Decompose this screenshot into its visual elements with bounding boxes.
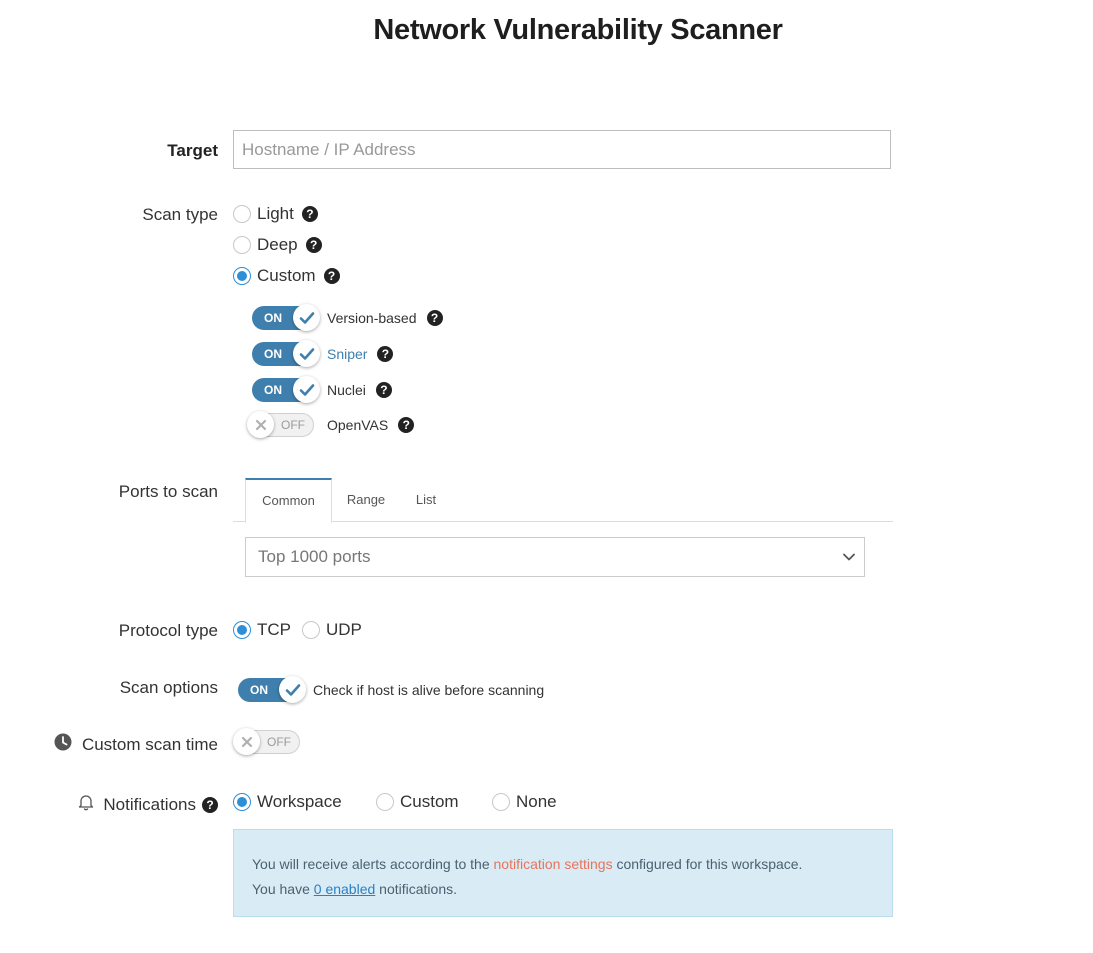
- engine-nuclei: ON Nuclei ?: [252, 376, 392, 403]
- host-alive-text: Check if host is alive before scanning: [313, 682, 545, 698]
- help-icon[interactable]: ?: [426, 310, 443, 326]
- radio-label: Custom: [257, 266, 316, 285]
- chevron-down-icon: [842, 549, 856, 569]
- tab-list[interactable]: List: [415, 492, 437, 507]
- info-text: notifications.: [375, 881, 457, 897]
- clock-icon: [54, 733, 72, 756]
- target-label: Target: [167, 141, 218, 160]
- sniper-link[interactable]: Sniper: [327, 346, 368, 362]
- scan-type-deep-radio[interactable]: Deep ?: [233, 235, 322, 255]
- checkmark-icon: [293, 340, 320, 367]
- engine-openvas: OFF OpenVAS ?: [247, 411, 415, 438]
- radio-label: TCP: [257, 620, 291, 639]
- checkmark-icon: [293, 376, 320, 403]
- custom-scan-time-label: Custom scan time: [81, 734, 218, 754]
- toggle-label: Nuclei: [327, 382, 366, 398]
- help-icon[interactable]: ?: [305, 237, 322, 253]
- close-icon: [233, 728, 260, 755]
- help-icon[interactable]: ?: [398, 417, 415, 433]
- radio-circle[interactable]: [376, 793, 394, 811]
- info-text: You have: [252, 881, 314, 897]
- notifications-label: Notifications: [103, 794, 196, 814]
- custom-scan-time-toggle[interactable]: OFF: [233, 728, 300, 755]
- scan-options-label: Scan options: [119, 678, 218, 697]
- protocol-udp-radio[interactable]: UDP: [302, 620, 362, 640]
- sniper-toggle[interactable]: ON: [252, 340, 320, 367]
- tab-common[interactable]: Common: [245, 478, 332, 523]
- ports-select-value: Top 1000 ports: [258, 547, 371, 566]
- toggle-state: ON: [250, 683, 268, 697]
- info-text: You will receive alerts according to the: [252, 856, 494, 872]
- radio-circle[interactable]: [233, 621, 251, 639]
- protocol-tcp-radio[interactable]: TCP: [233, 620, 291, 640]
- engine-sniper: ON Sniper ?: [252, 340, 394, 367]
- notification-settings-link[interactable]: notification settings: [493, 856, 613, 872]
- notifications-workspace-radio[interactable]: Workspace: [233, 792, 342, 812]
- radio-circle[interactable]: [492, 793, 510, 811]
- toggle-state: ON: [264, 311, 282, 325]
- help-icon[interactable]: ?: [323, 268, 340, 284]
- target-input[interactable]: [233, 130, 891, 169]
- scan-type-custom-radio[interactable]: Custom ?: [233, 266, 340, 286]
- custom-scan-time-option: OFF: [233, 728, 300, 755]
- ports-label: Ports to scan: [118, 482, 218, 501]
- page-title: Network Vulnerability Scanner: [373, 14, 783, 46]
- radio-circle[interactable]: [302, 621, 320, 639]
- notifications-custom-radio[interactable]: Custom: [376, 792, 459, 812]
- radio-label: Light: [257, 204, 294, 223]
- notifications-label-group: Notifications ?: [77, 793, 218, 816]
- radio-label: Deep: [257, 235, 298, 254]
- scan-type-light-radio[interactable]: Light ?: [233, 204, 318, 224]
- ports-select[interactable]: Top 1000 ports: [245, 537, 865, 577]
- enabled-notifications-link[interactable]: 0 enabled: [313, 881, 376, 897]
- protocol-label: Protocol type: [118, 621, 218, 640]
- radio-circle[interactable]: [233, 205, 251, 223]
- radio-circle[interactable]: [233, 793, 251, 811]
- toggle-label: OpenVAS: [327, 417, 389, 433]
- help-icon[interactable]: ?: [377, 346, 394, 362]
- info-text: configured for this workspace.: [612, 856, 803, 872]
- checkmark-icon: [293, 304, 320, 331]
- nuclei-toggle[interactable]: ON: [252, 376, 320, 403]
- openvas-toggle[interactable]: OFF: [247, 411, 314, 438]
- notifications-none-radio[interactable]: None: [492, 792, 557, 812]
- version-based-toggle[interactable]: ON: [252, 304, 320, 331]
- bell-icon: [77, 793, 95, 816]
- tab-range[interactable]: Range: [346, 492, 386, 507]
- info-line-1: You will receive alerts according to the…: [252, 852, 874, 877]
- toggle-state: ON: [264, 347, 282, 361]
- checkmark-icon: [279, 676, 306, 703]
- radio-label: Custom: [400, 792, 459, 811]
- toggle-state: OFF: [281, 418, 305, 432]
- toggle-state: ON: [264, 383, 282, 397]
- custom-scan-time-label-group: Custom scan time: [54, 733, 218, 756]
- engine-version-based: ON Version-based ?: [252, 304, 443, 331]
- ports-tabs: Common Range List: [233, 478, 893, 523]
- help-icon[interactable]: ?: [202, 796, 218, 813]
- radio-circle[interactable]: [233, 267, 251, 285]
- host-alive-toggle[interactable]: ON: [238, 676, 306, 703]
- help-icon[interactable]: ?: [301, 206, 318, 222]
- scan-type-label: Scan type: [142, 205, 218, 224]
- toggle-label: Version-based: [327, 310, 417, 326]
- host-alive-option: ON Check if host is alive before scannin…: [238, 676, 545, 703]
- notifications-info-box: You will receive alerts according to the…: [233, 829, 893, 917]
- radio-circle[interactable]: [233, 236, 251, 254]
- radio-label: UDP: [326, 620, 362, 639]
- help-icon[interactable]: ?: [375, 382, 392, 398]
- radio-label: None: [516, 792, 557, 811]
- radio-label: Workspace: [257, 792, 342, 811]
- info-line-2: You have 0 enabled notifications.: [252, 877, 874, 902]
- toggle-state: OFF: [267, 735, 291, 749]
- close-icon: [247, 411, 274, 438]
